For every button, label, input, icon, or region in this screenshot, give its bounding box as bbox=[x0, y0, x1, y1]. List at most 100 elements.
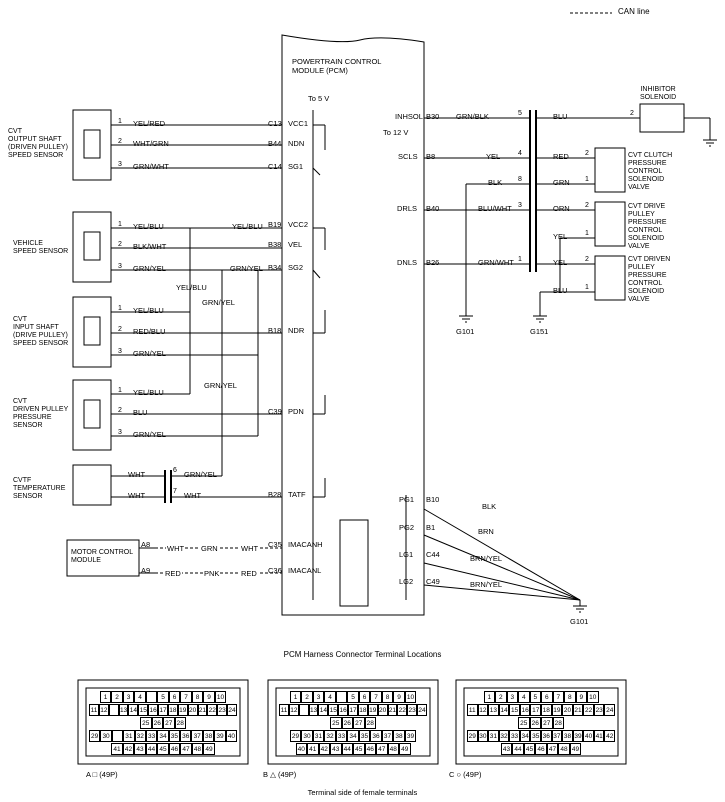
terminal-cell: 20 bbox=[562, 704, 573, 716]
terminal-cell: 35 bbox=[530, 730, 541, 742]
wire-color: YEL/RED bbox=[133, 119, 166, 128]
terminal-cell: 19 bbox=[367, 704, 378, 716]
wire-color: BRN bbox=[478, 527, 494, 536]
terminal-cell: 38 bbox=[562, 730, 573, 742]
pin-label: 1 bbox=[518, 256, 522, 263]
pcm-terminal-id: C39 bbox=[268, 407, 282, 416]
wire-color: BLU bbox=[133, 408, 148, 417]
pcm-terminal-id: B1 bbox=[426, 523, 436, 532]
terminal-cell: 18 bbox=[357, 704, 368, 716]
terminal-cell: 26 bbox=[341, 717, 353, 729]
terminal-cell: 33 bbox=[335, 730, 348, 742]
wire-color: GRN/YEL bbox=[133, 264, 166, 273]
terminal-cell: 12 bbox=[477, 704, 489, 716]
wire-color: GRN/YEL bbox=[230, 264, 263, 273]
wire-color: BLK bbox=[488, 178, 503, 187]
terminal-cell: 45 bbox=[353, 743, 365, 755]
terminal-cell bbox=[111, 730, 124, 742]
terminal-cell: 12 bbox=[288, 704, 299, 716]
terminal-cell: 16 bbox=[519, 704, 531, 716]
terminal-cell: 39 bbox=[572, 730, 584, 742]
terminal-cell: 39 bbox=[404, 730, 417, 742]
wire-color: RED/BLU bbox=[133, 327, 166, 336]
terminal-cell: 9 bbox=[575, 691, 587, 703]
pin-label: 1 bbox=[118, 387, 122, 394]
terminal-cell: 30 bbox=[477, 730, 489, 742]
can-wire: RED bbox=[164, 569, 182, 578]
terminal-cell: 17 bbox=[348, 704, 358, 716]
pcm-terminal-id: B26 bbox=[426, 258, 440, 267]
terminal-cell: 37 bbox=[551, 730, 563, 742]
terminal-cell: 43 bbox=[330, 743, 342, 755]
terminal-cell: 11 bbox=[466, 704, 478, 716]
pin-label: 3 bbox=[518, 202, 522, 209]
pcm-terminal-id: B28 bbox=[268, 490, 282, 499]
terminal-cell: 16 bbox=[338, 704, 349, 716]
terminal-cell: 41 bbox=[593, 730, 605, 742]
terminal-cell: 7 bbox=[370, 691, 382, 703]
terminal-cell: 42 bbox=[122, 743, 135, 755]
wire-color: YEL bbox=[553, 232, 568, 241]
wire-color: WHT/GRN bbox=[133, 139, 169, 148]
pcm-terminal-id: B30 bbox=[426, 112, 440, 121]
terminal-cell: 9 bbox=[393, 691, 405, 703]
terminal-cell: 15 bbox=[138, 704, 149, 716]
can-wire: GRN bbox=[200, 544, 219, 553]
terminal-cell: 27 bbox=[541, 717, 553, 729]
terminal-cell: 19 bbox=[551, 704, 563, 716]
connector-c-outline bbox=[455, 679, 627, 765]
terminal-cell: 3 bbox=[506, 691, 518, 703]
terminal-cell: 6 bbox=[168, 691, 181, 703]
pin-label: 3 bbox=[118, 161, 122, 168]
ground-label: G101 bbox=[570, 617, 589, 626]
terminal-cell: 1 bbox=[99, 691, 112, 703]
pin-label: 3 bbox=[118, 263, 122, 270]
connector-footer: Terminal side of female terminals bbox=[307, 788, 418, 797]
terminal-cell: 32 bbox=[324, 730, 336, 742]
terminal-cell: 44 bbox=[341, 743, 353, 755]
wire-color: ORN bbox=[553, 204, 570, 213]
terminal-cell: 2 bbox=[495, 691, 507, 703]
wire-color: BLK bbox=[482, 502, 497, 511]
terminal-cell: 33 bbox=[509, 730, 520, 742]
wire-color: GRN/WHT bbox=[478, 258, 514, 267]
terminal-cell: 34 bbox=[347, 730, 359, 742]
pcm-terminal-name: VCC2 bbox=[288, 220, 309, 229]
terminal-cell: 46 bbox=[535, 743, 547, 755]
pin-label: 2 bbox=[118, 407, 122, 414]
terminal-cell: 32 bbox=[498, 730, 510, 742]
terminal-cell: 1 bbox=[483, 691, 495, 703]
terminal-cell: 5 bbox=[347, 691, 359, 703]
pin-label: 1 bbox=[118, 305, 122, 312]
pin-label: 2 bbox=[585, 150, 589, 157]
terminal-cell: 38 bbox=[393, 730, 405, 742]
terminal-cell bbox=[108, 704, 119, 716]
terminal-cell: 20 bbox=[377, 704, 388, 716]
terminal-cell: 46 bbox=[364, 743, 376, 755]
terminal-cell: 48 bbox=[558, 743, 570, 755]
terminal-cell: 3 bbox=[122, 691, 135, 703]
terminal-cell: 30 bbox=[100, 730, 112, 742]
terminal-cell: 24 bbox=[417, 704, 427, 716]
terminal-cell: 9 bbox=[203, 691, 215, 703]
terminal-cell: 42 bbox=[318, 743, 330, 755]
pcm-terminal-id: B34 bbox=[268, 263, 282, 272]
pcm-terminal-name: LG2 bbox=[399, 577, 414, 586]
terminal-cell: 20 bbox=[187, 704, 198, 716]
terminal-cell: 46 bbox=[168, 743, 181, 755]
terminal-cell: 28 bbox=[552, 717, 564, 729]
terminal-cell: 29 bbox=[289, 730, 302, 742]
ground-label: G101 bbox=[456, 327, 475, 336]
ground-label: G151 bbox=[530, 327, 549, 336]
can-legend-label: CAN line bbox=[618, 7, 650, 16]
wire-color: BLU/WHT bbox=[478, 204, 512, 213]
